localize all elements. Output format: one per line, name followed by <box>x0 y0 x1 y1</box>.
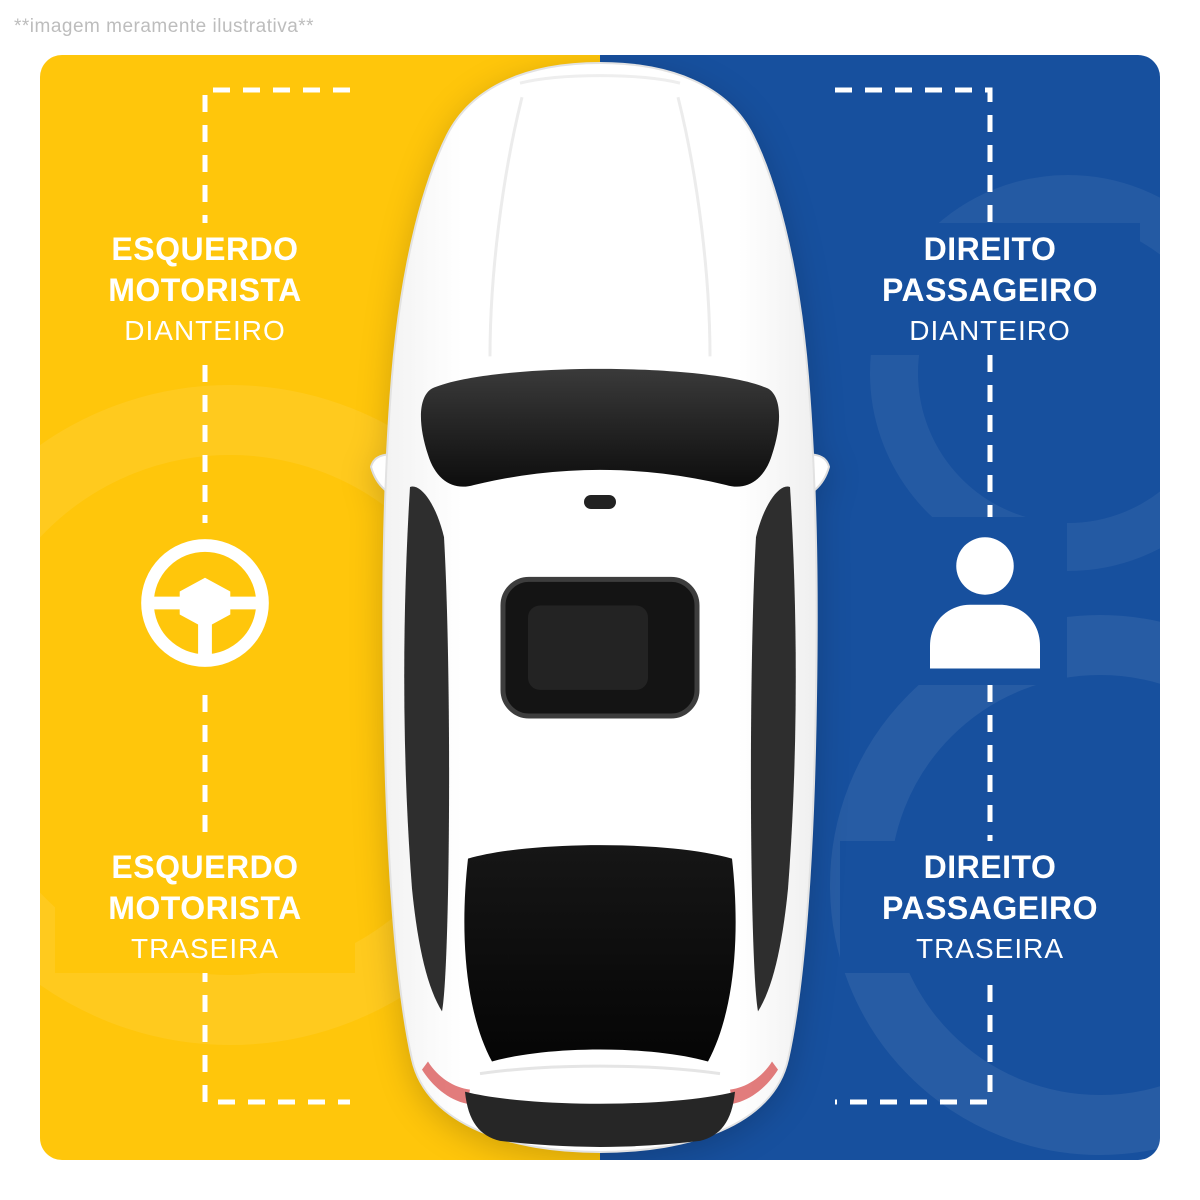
label-line: TRASEIRA <box>915 932 1065 964</box>
label-line: MOTORISTA <box>108 271 302 308</box>
label-line: DIREITO <box>923 849 1057 885</box>
right-side-windows <box>750 486 796 1012</box>
rear-window <box>464 845 736 1062</box>
windshield <box>420 368 780 487</box>
label-line: DIANTEIRO <box>124 314 286 346</box>
label-passenger-front: DIREITO PASSAGEIRO DIANTEIRO <box>840 223 1140 355</box>
left-taillight <box>422 1061 470 1104</box>
label-line: DIANTEIRO <box>909 314 1071 346</box>
hood-crease <box>488 96 524 357</box>
label-driver-front: ESQUERDO MOTORISTA DIANTEIRO <box>55 223 355 355</box>
sunroof-inner <box>528 605 648 690</box>
left-side-windows <box>404 486 450 1012</box>
roof-antenna <box>584 494 616 510</box>
label-line: MOTORISTA <box>108 889 302 926</box>
label-line: PASSAGEIRO <box>882 889 1098 926</box>
person-glyph <box>930 537 1040 669</box>
hood-crease <box>676 96 712 357</box>
label-driver-rear: ESQUERDO MOTORISTA TRASEIRA <box>55 841 355 973</box>
steering-wheel-icon <box>125 523 285 683</box>
rear-diffuser <box>465 1091 735 1147</box>
front-bumper-line <box>519 74 681 85</box>
label-passenger-rear: DIREITO PASSAGEIRO TRASEIRA <box>840 841 1140 973</box>
steering-wheel-glyph <box>141 539 269 667</box>
car-top-view <box>370 62 830 1153</box>
person-icon <box>903 517 1067 685</box>
label-line: ESQUERDO <box>111 849 299 885</box>
right-taillight <box>730 1061 778 1104</box>
label-line: ESQUERDO <box>111 231 299 267</box>
label-line: TRASEIRA <box>130 932 280 964</box>
two-tone-panel: ESQUERDO MOTORISTA DIANTEIRO ESQUERDO MO… <box>40 55 1160 1160</box>
trunk-line <box>479 1064 721 1076</box>
label-line: DIREITO <box>923 231 1057 267</box>
label-line: PASSAGEIRO <box>882 271 1098 308</box>
disclaimer-caption: **imagem meramente ilustrativa** <box>14 16 315 37</box>
